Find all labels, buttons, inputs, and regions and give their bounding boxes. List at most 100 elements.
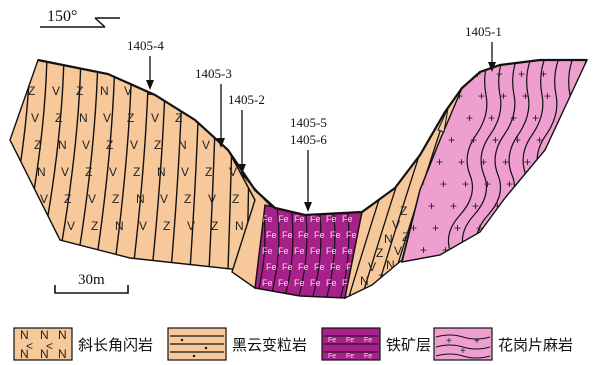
amphibolite-symbol: Z [163, 219, 170, 233]
gneiss-symbol: + [498, 221, 505, 235]
ore-symbol: Fe [342, 214, 353, 224]
amphibolite-symbol: V [130, 138, 138, 152]
amphibolite-symbol: Z [175, 111, 182, 125]
gneiss-symbol: + [500, 89, 507, 103]
amphibolite-symbol: Z [112, 192, 119, 206]
ore-symbol: Fe [294, 246, 305, 256]
ore-symbol: Fe [314, 262, 325, 272]
gneiss-symbol: + [464, 243, 471, 257]
amphibolite-symbol: V [172, 84, 180, 98]
svg-text:N: N [58, 328, 67, 342]
legend-label: 花岗片麻岩 [498, 336, 573, 354]
amphibolite-symbol: V [394, 244, 402, 258]
gneiss-symbol: + [434, 89, 441, 103]
amphibolite-symbol: V [160, 192, 168, 206]
amphibolite-symbol: N [37, 165, 46, 179]
ore-symbol: Fe [342, 246, 353, 256]
sample-1405-4: 1405-4 [127, 38, 164, 90]
amphibolite-symbol: N [235, 219, 244, 233]
ore-symbol: Fe [326, 278, 337, 288]
legend-label: 斜长角闪岩 [78, 336, 153, 354]
svg-text:N: N [40, 347, 49, 361]
ore-symbol: Fe [266, 262, 277, 272]
amphibolite-symbol: N [79, 111, 88, 125]
amphibolite-symbol: Z [133, 165, 140, 179]
svg-text:Fe: Fe [346, 337, 354, 344]
gneiss-symbol: + [458, 155, 465, 169]
ore-symbol: Fe [330, 230, 341, 240]
gneiss-symbol: + [454, 221, 461, 235]
svg-text:Fe: Fe [364, 353, 372, 360]
ore-symbol: Fe [294, 278, 305, 288]
gneiss-symbol: + [520, 221, 527, 235]
ore-symbol: Fe [278, 278, 289, 288]
amphibolite-symbol: V [67, 219, 75, 233]
sample-label: 1405-1 [465, 24, 502, 39]
svg-text:Fe: Fe [328, 337, 336, 344]
amphibolite-symbol: V [392, 218, 400, 232]
gneiss-symbol: + [540, 67, 547, 81]
amphibolite-symbol: Z [154, 138, 161, 152]
gneiss-symbol: + [514, 133, 521, 147]
legend-item-granite-gneiss: ++ + 花岗片麻岩 [434, 328, 573, 360]
gneiss-symbol: + [440, 177, 447, 191]
gneiss-symbol: + [470, 133, 477, 147]
ore-symbol: Fe [298, 230, 309, 240]
gneiss-symbol: + [502, 155, 509, 169]
sample-label: 1405-3 [195, 66, 232, 81]
sample-label: 1405-5 [290, 115, 327, 130]
ore-symbol: Fe [326, 214, 337, 224]
amphibolite-symbol: N [136, 192, 145, 206]
amphibolite-symbol: N [178, 138, 187, 152]
amphibolite-symbol: Z [205, 165, 212, 179]
amphibolite-symbol: Z [196, 84, 203, 98]
amphibolite-symbol: V [223, 111, 231, 125]
amphibolite-symbol: V [124, 84, 132, 98]
amphibolite-symbol: V [88, 192, 96, 206]
ore-symbol: Fe [278, 246, 289, 256]
ore-symbol: Fe [266, 230, 277, 240]
orientation-label: 150° [47, 8, 77, 25]
amphibolite-symbol: Z [28, 84, 35, 98]
amphibolite-symbol: Z [64, 192, 71, 206]
amphibolite-symbol: Z [127, 111, 134, 125]
gneiss-symbol: + [492, 133, 499, 147]
amphibolite-symbol: V [109, 165, 117, 179]
gneiss-symbol: + [478, 89, 485, 103]
gneiss-symbol: + [432, 221, 439, 235]
amphibolite-symbol: V [31, 111, 39, 125]
ore-symbol: Fe [326, 246, 337, 256]
amphibolite-symbol: V [52, 84, 60, 98]
gneiss-symbol: + [518, 67, 525, 81]
svg-text:Fe: Fe [328, 353, 336, 360]
gneiss-symbol: + [508, 243, 515, 257]
legend-label: 铁矿层 [386, 336, 431, 354]
amphibolite-symbol: V [208, 192, 216, 206]
amphibolite-symbol: Z [85, 165, 92, 179]
amphibolite-symbol: V [229, 165, 237, 179]
amphibolite-symbol: V [151, 111, 159, 125]
legend-item-iron-ore: FeFeFe FeFeFe 铁矿层 [322, 328, 431, 360]
gneiss-symbol: + [510, 111, 517, 125]
gneiss-symbol: + [420, 243, 427, 257]
amphibolite-symbol: V [103, 111, 111, 125]
amphibolite-symbol: N [360, 274, 369, 288]
gneiss-symbol: + [506, 177, 513, 191]
amphibolite-symbol: N [384, 232, 393, 246]
amphibolite-symbol: Z [211, 219, 218, 233]
ore-symbol: Fe [298, 262, 309, 272]
gneiss-symbol: + [496, 67, 503, 81]
svg-text:+: + [460, 346, 466, 357]
gneiss-symbol: + [532, 111, 539, 125]
gneiss-symbol: + [488, 111, 495, 125]
ore-symbol: Fe [346, 230, 357, 240]
gneiss-symbol: + [428, 199, 435, 213]
ore-symbol: Fe [282, 262, 293, 272]
ore-symbol: Fe [330, 262, 341, 272]
amphibolite-symbol: V [82, 138, 90, 152]
amphibolite-symbol: Z [400, 204, 407, 218]
ore-symbol: Fe [278, 214, 289, 224]
